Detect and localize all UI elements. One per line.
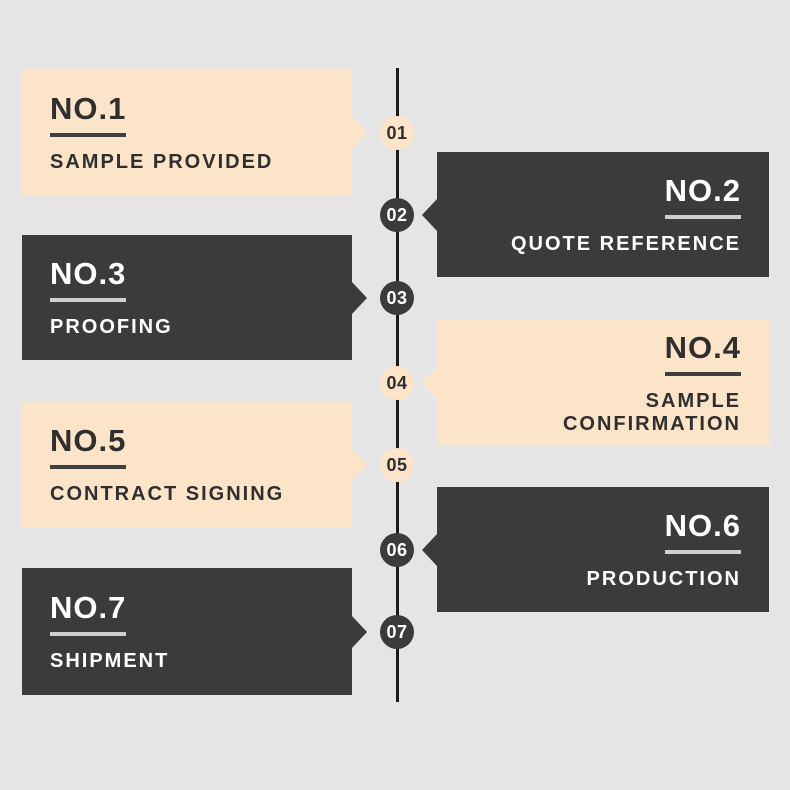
timeline-marker-05: 05	[380, 448, 414, 482]
card-pointer-arrow-icon	[352, 615, 367, 648]
timeline-marker-02: 02	[380, 198, 414, 232]
step-number: NO.3	[50, 256, 127, 302]
step-label: SAMPLE CONFIRMATION	[562, 389, 741, 435]
step-label: QUOTE REFERENCE	[510, 233, 741, 255]
timeline-marker-07: 07	[380, 615, 414, 649]
step-number: NO.1	[50, 91, 127, 137]
step-label: PRODUCTION	[586, 568, 741, 590]
card-pointer-arrow-icon	[352, 448, 367, 481]
card-pointer-arrow-icon	[422, 198, 437, 231]
timeline-marker-06: 06	[380, 533, 414, 567]
card-pointer-arrow-icon	[352, 116, 367, 149]
timeline-marker-04: 04	[380, 366, 414, 400]
timeline-marker-03: 03	[380, 281, 414, 315]
card-pointer-arrow-icon	[422, 533, 437, 566]
step-number: NO.5	[50, 423, 127, 469]
card-pointer-arrow-icon	[422, 366, 437, 399]
timeline-marker-01: 01	[380, 116, 414, 150]
step-label: CONTRACT SIGNING	[50, 483, 285, 505]
step-label: PROOFING	[50, 316, 173, 338]
step-number: NO.2	[664, 173, 741, 219]
step-number: NO.6	[664, 508, 741, 554]
step-number: NO.7	[50, 590, 127, 636]
step-label: SAMPLE PROVIDED	[50, 151, 274, 173]
card-pointer-arrow-icon	[352, 281, 367, 314]
step-label: SHIPMENT	[50, 650, 170, 672]
step-number: NO.4	[664, 330, 741, 376]
